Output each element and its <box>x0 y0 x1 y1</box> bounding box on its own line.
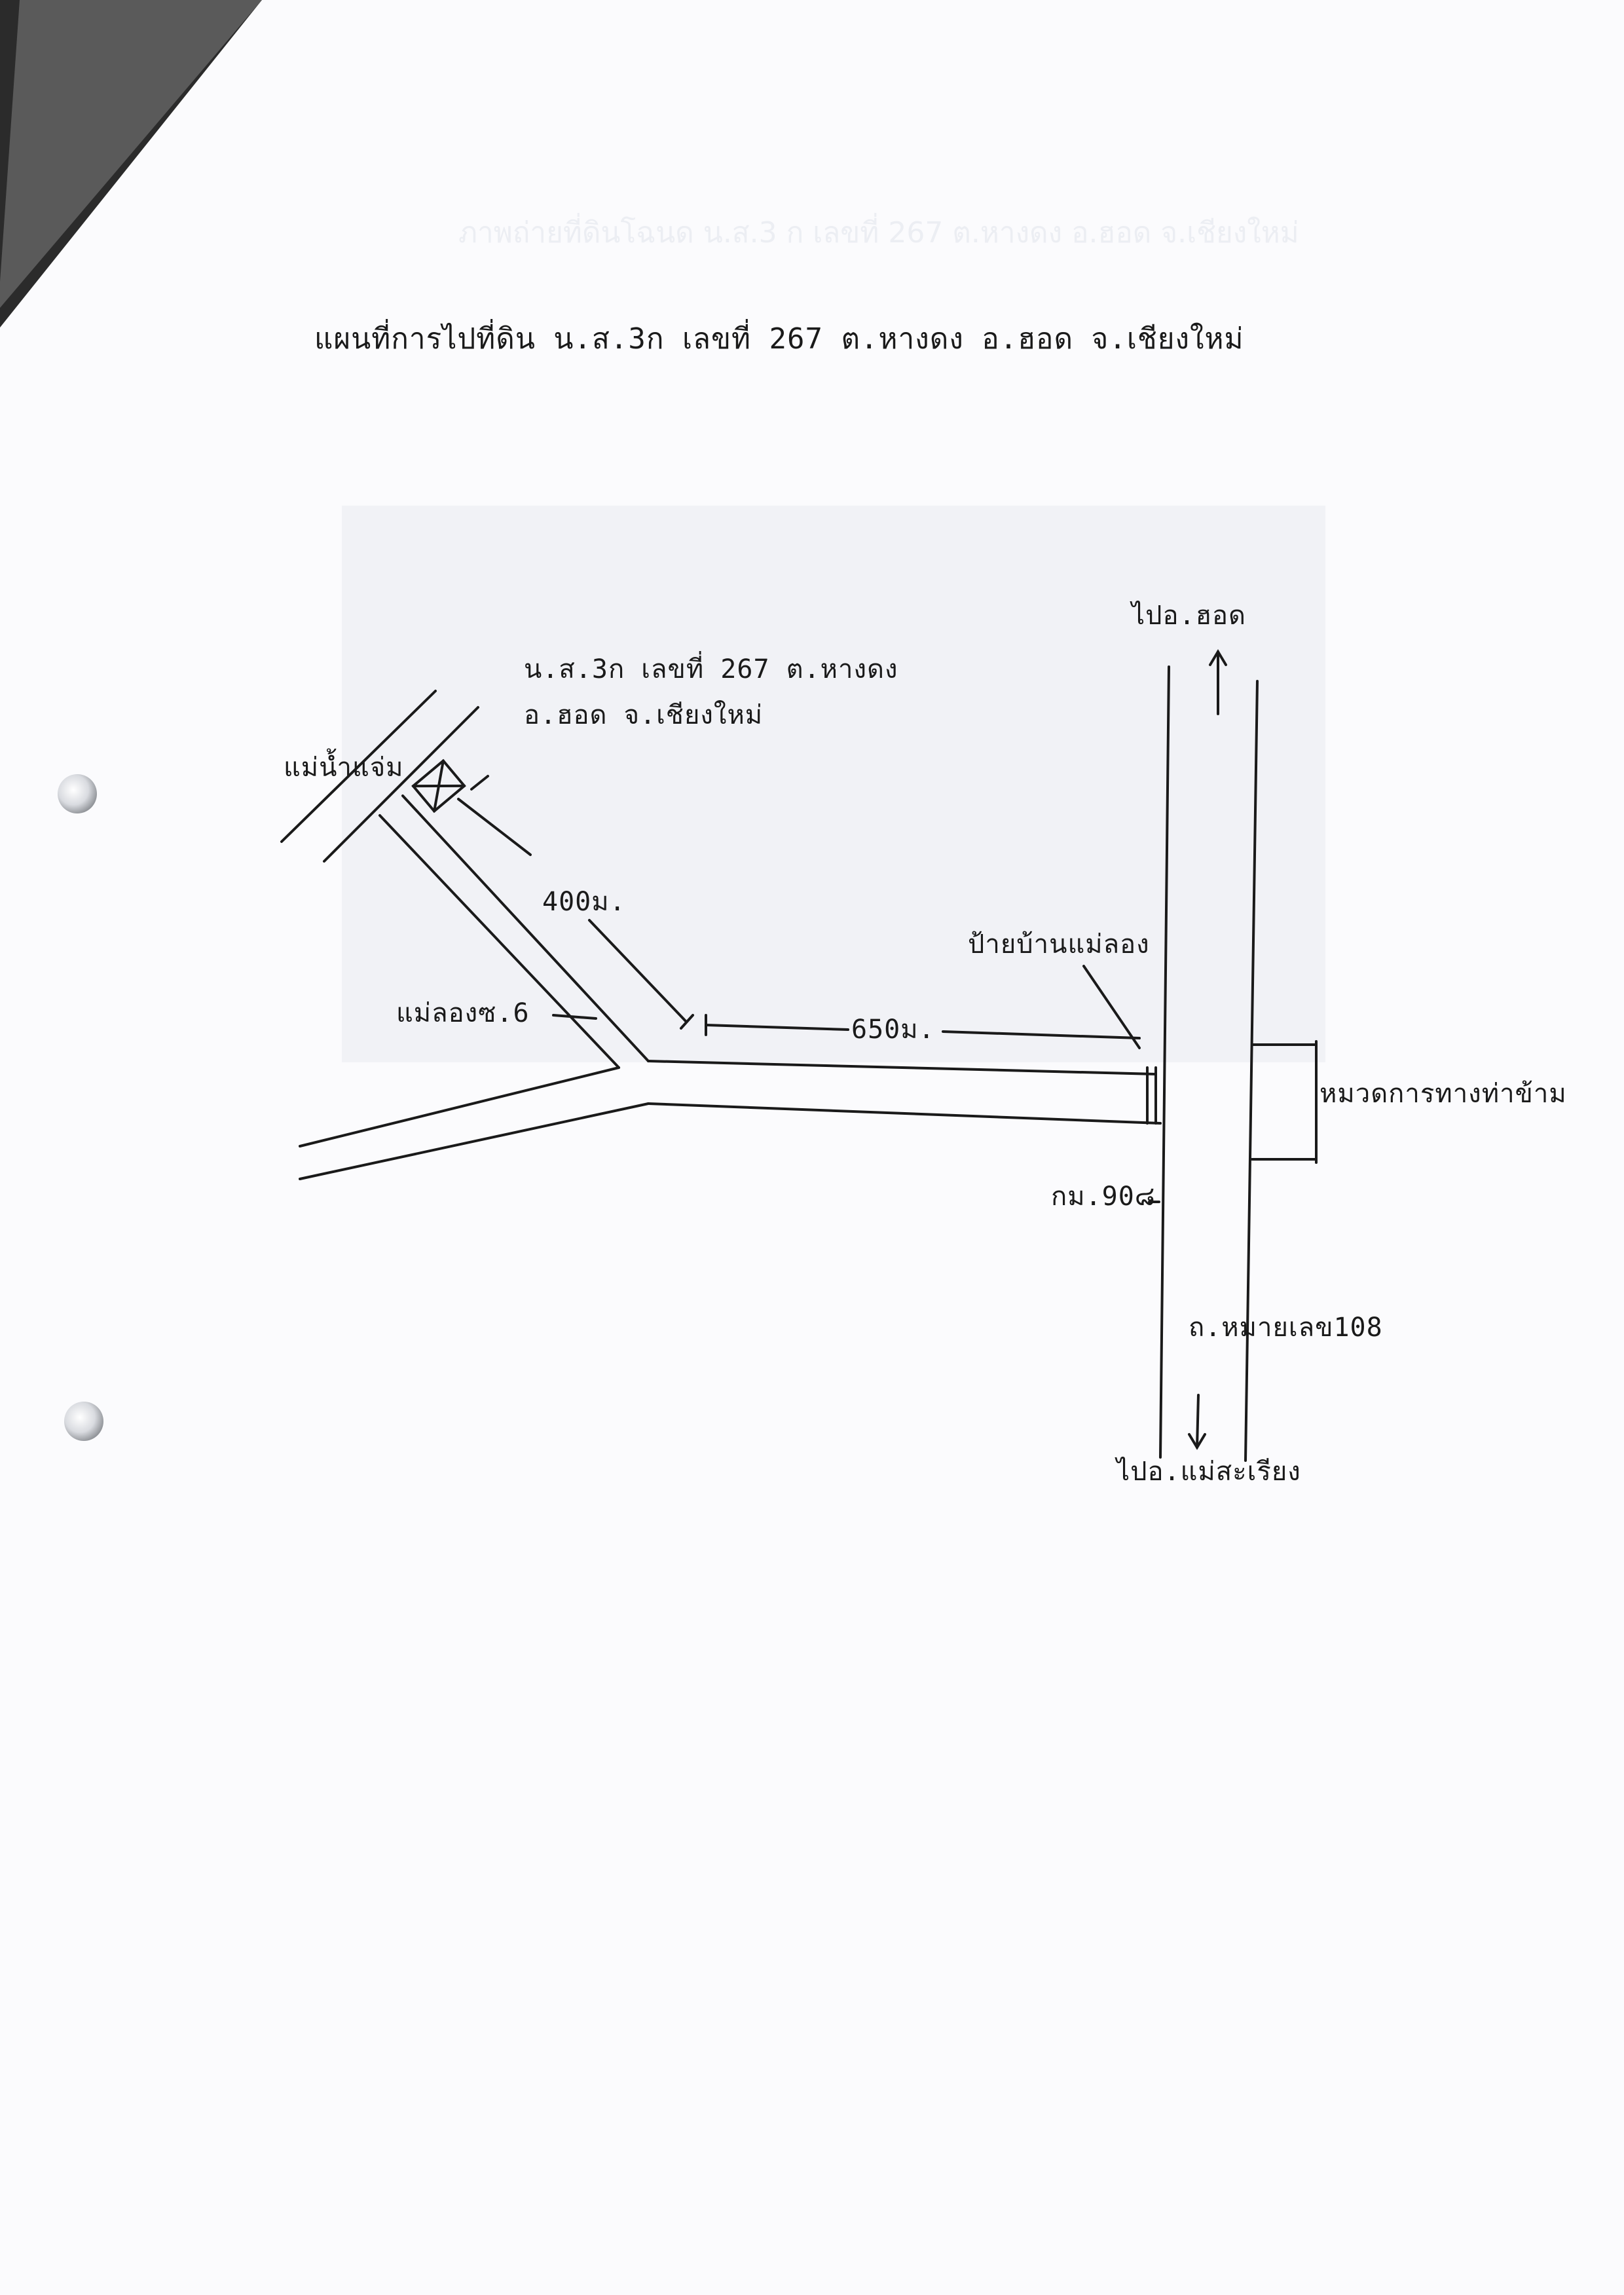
label-river: แม่น้ำแจ่ม <box>284 753 404 783</box>
dim-400-tick-2 <box>680 1014 694 1030</box>
arrow-north-head <box>1209 649 1227 666</box>
lane-to-parcel-south <box>378 814 620 1069</box>
dim-650-line-right <box>942 1030 1141 1039</box>
dim-400-tick-1 <box>470 775 489 791</box>
label-to-mae-sariang: ไปอ.แม่สะเรียง <box>1116 1457 1301 1487</box>
dim-650-line-left <box>705 1024 849 1031</box>
label-parcel-line1: น.ส.3ก เลขที่ 267 ต.หางดง <box>524 654 898 684</box>
soi-west-north-edge <box>299 1066 620 1148</box>
label-km-marker: กม.90๘ <box>1051 1182 1156 1212</box>
highway-108-east-edge <box>1244 680 1259 1462</box>
label-parcel-line2: อ.ฮอด จ.เชียงใหม่ <box>524 700 764 730</box>
faint-photo-heading: ภาพถ่ายที่ดินโฉนด น.ส.3 ก เลขที่ 267 ต.ห… <box>458 216 1299 250</box>
arrow-south-shaft <box>1196 1394 1200 1449</box>
dim-400-line <box>457 798 532 856</box>
folded-corner <box>0 0 262 327</box>
soi-west-south-edge <box>299 1102 650 1180</box>
lane-to-parcel-north <box>401 794 650 1062</box>
label-village-sign: ป้ายบ้านแม่ลอง <box>968 929 1150 960</box>
label-soi: แม่ลองซ.6 <box>396 998 530 1028</box>
river-bank-east <box>323 706 479 863</box>
dim-400-line-2 <box>588 919 688 1023</box>
soi-road-south-edge <box>647 1102 1162 1125</box>
river-bank-west <box>280 690 437 843</box>
binder-hole-top <box>58 774 97 813</box>
label-distance-400: 400ม. <box>542 887 626 917</box>
binder-hole-bottom <box>64 1402 103 1441</box>
highway-108-west-edge <box>1159 665 1170 1459</box>
label-distance-650: 650ม. <box>851 1015 935 1045</box>
soi-road-north-edge <box>647 1060 1157 1075</box>
label-highway-name: ถ.หมายเลข108 <box>1189 1313 1383 1343</box>
label-to-hot: ไปอ.ฮอด <box>1132 601 1247 631</box>
arrow-south-head <box>1188 1433 1206 1450</box>
soi-label-pointer <box>552 1014 597 1020</box>
faded-photo-area <box>342 506 1325 1062</box>
village-sign-pointer <box>1082 965 1141 1049</box>
map-title: แผนที่การไปที่ดิน น.ส.3ก เลขที่ 267 ต.หา… <box>314 322 1244 356</box>
parcel-marker <box>411 758 466 813</box>
label-highway-unit: หมวดการทางท่าข้าม <box>1320 1079 1567 1109</box>
